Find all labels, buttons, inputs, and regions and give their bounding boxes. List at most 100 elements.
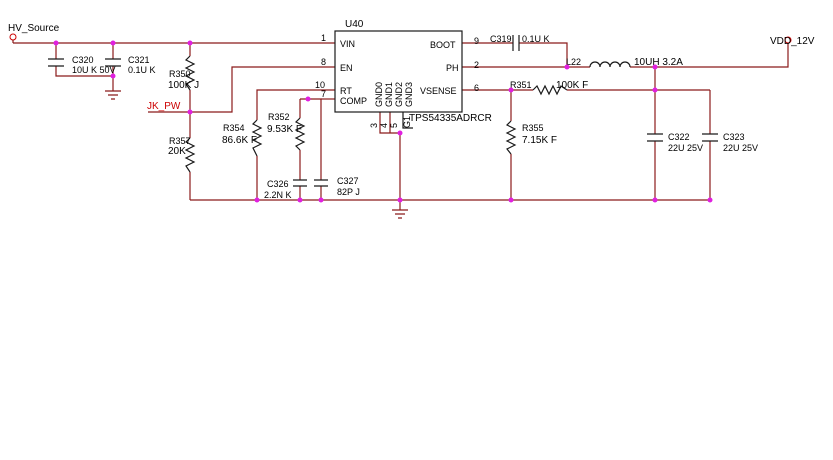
junction-dot [397, 130, 403, 136]
c319-value: 0.1U K [522, 34, 550, 44]
resistor-r352: R352 9.53K F [267, 112, 306, 151]
c320-ref: C320 [72, 55, 94, 65]
junction-dot [508, 197, 514, 203]
pin-num-vsense: 6 [474, 83, 479, 93]
junction-dot [187, 40, 193, 46]
c326-ref: C326 [267, 179, 289, 189]
pin-num-4: 4 [379, 123, 389, 128]
pin-name-ph: PH [446, 63, 459, 73]
pin-name-gnd2: GND2 [394, 82, 404, 107]
c327-ref: C327 [337, 176, 359, 186]
resistor-r355: R355 7.15K F [505, 120, 557, 155]
c323-value: 22U 25V [723, 143, 758, 153]
pin-name-vin: VIN [340, 39, 355, 49]
pin-name-boot: BOOT [430, 40, 456, 50]
ic-body [334, 30, 463, 113]
wire-c320-bottom [55, 66, 113, 77]
pin-num-ph: 2 [474, 60, 479, 70]
resistor-r351: R351 100K F [510, 80, 588, 96]
c326-value: 2.2N K [264, 190, 292, 200]
c322-ref: C322 [668, 132, 690, 142]
pin-name-rt: RT [340, 86, 352, 96]
pin-num-5: 5 [389, 123, 399, 128]
junction-dot [254, 197, 260, 203]
ic-u40: U40 TPS54335ADRCR 1 VIN 8 EN 10 RT 7 COM… [315, 19, 492, 129]
net-vdd-12v: VDD_12V [770, 36, 815, 47]
pin-name-gnd1: GND1 [384, 82, 394, 107]
r357-value: 20K [168, 146, 186, 157]
capacitor-c322: C322 22U 25V [647, 132, 703, 153]
ic-ref: U40 [345, 19, 364, 30]
junction-dot [652, 197, 658, 203]
wire-vdd-out [630, 43, 789, 68]
pin-g1-outline [402, 112, 413, 129]
r355-value: 7.15K F [522, 135, 557, 146]
capacitor-c326: C326 2.2N K [264, 179, 307, 200]
c321-ref: C321 [128, 55, 150, 65]
junction-dot [110, 40, 116, 46]
c327-value: 82P J [337, 187, 360, 197]
pin-name-en: EN [340, 63, 353, 73]
pin-name-gnd3: GND3 [404, 82, 414, 107]
net-labels: HV_Source VDD_12V JK_PW [8, 23, 815, 112]
wires [13, 42, 789, 210]
c321-value: 0.1U K [128, 65, 156, 75]
ground-symbol-input [105, 90, 121, 100]
r352-ref: R352 [268, 112, 290, 122]
hv-source-port [9, 33, 17, 41]
r350-ref: R350 [169, 69, 191, 79]
pin-name-comp: COMP [340, 96, 367, 106]
junction-dot [305, 96, 311, 102]
junction-dot [53, 40, 59, 46]
ic-part: TPS54335ADRCR [409, 113, 492, 124]
r357-ref: R357 [169, 136, 191, 146]
junction-dot [187, 109, 193, 115]
r355-ref: R355 [522, 123, 544, 133]
junction-dot [297, 197, 303, 203]
r351-value: 100K F [556, 80, 588, 91]
pin-name-vsense: VSENSE [420, 86, 457, 96]
net-jk-pw: JK_PW [147, 101, 181, 112]
net-hv-source: HV_Source [8, 23, 60, 34]
r352-value: 9.53K F [267, 124, 302, 135]
ground-symbol-main [392, 209, 408, 219]
junction-dot [707, 197, 713, 203]
junction-dot [110, 73, 116, 79]
wire-rt [256, 89, 335, 120]
capacitor-c321: C321 0.1U K [105, 55, 156, 75]
junction-dot [318, 197, 324, 203]
pin-name-g1: G1 [402, 116, 412, 128]
pin-num-comp: 7 [321, 89, 326, 99]
pin-name-gnd0: GND0 [374, 82, 384, 107]
c319-ref: C319 [490, 34, 512, 44]
c323-ref: C323 [723, 132, 745, 142]
r354-ref: R354 [223, 123, 245, 133]
l22-ref: L22 [566, 57, 581, 67]
capacitor-c327: C327 82P J [314, 176, 360, 197]
resistor-r354: R354 86.6K F [222, 119, 263, 157]
wire-c319-right [519, 42, 568, 67]
junctions [53, 40, 713, 203]
pin-num-3: 3 [369, 123, 379, 128]
l22-value: 10UH 3.2A [634, 57, 683, 68]
pin-num-rt: 10 [315, 80, 325, 90]
capacitor-c323: C323 22U 25V [702, 132, 758, 153]
junction-dot [652, 87, 658, 93]
c320-value: 10U K 50V [72, 65, 116, 75]
r354-value: 86.6K F [222, 135, 257, 146]
resistor-r357: R357 20K [168, 136, 196, 173]
junction-dot [397, 197, 403, 203]
junction-dot [652, 64, 658, 70]
pin-num-vin: 1 [321, 33, 326, 43]
wire-comp-node [300, 98, 322, 180]
junction-dot [564, 64, 570, 70]
junction-dot [508, 87, 514, 93]
c322-value: 22U 25V [668, 143, 703, 153]
resistor-r350: R350 100K J [168, 55, 199, 91]
capacitor-c319: C319 0.1U K [490, 34, 550, 51]
capacitor-c320: C320 10U K 50V [48, 55, 116, 75]
r350-value: 100K J [168, 80, 199, 91]
vdd-12v-port [784, 36, 792, 44]
